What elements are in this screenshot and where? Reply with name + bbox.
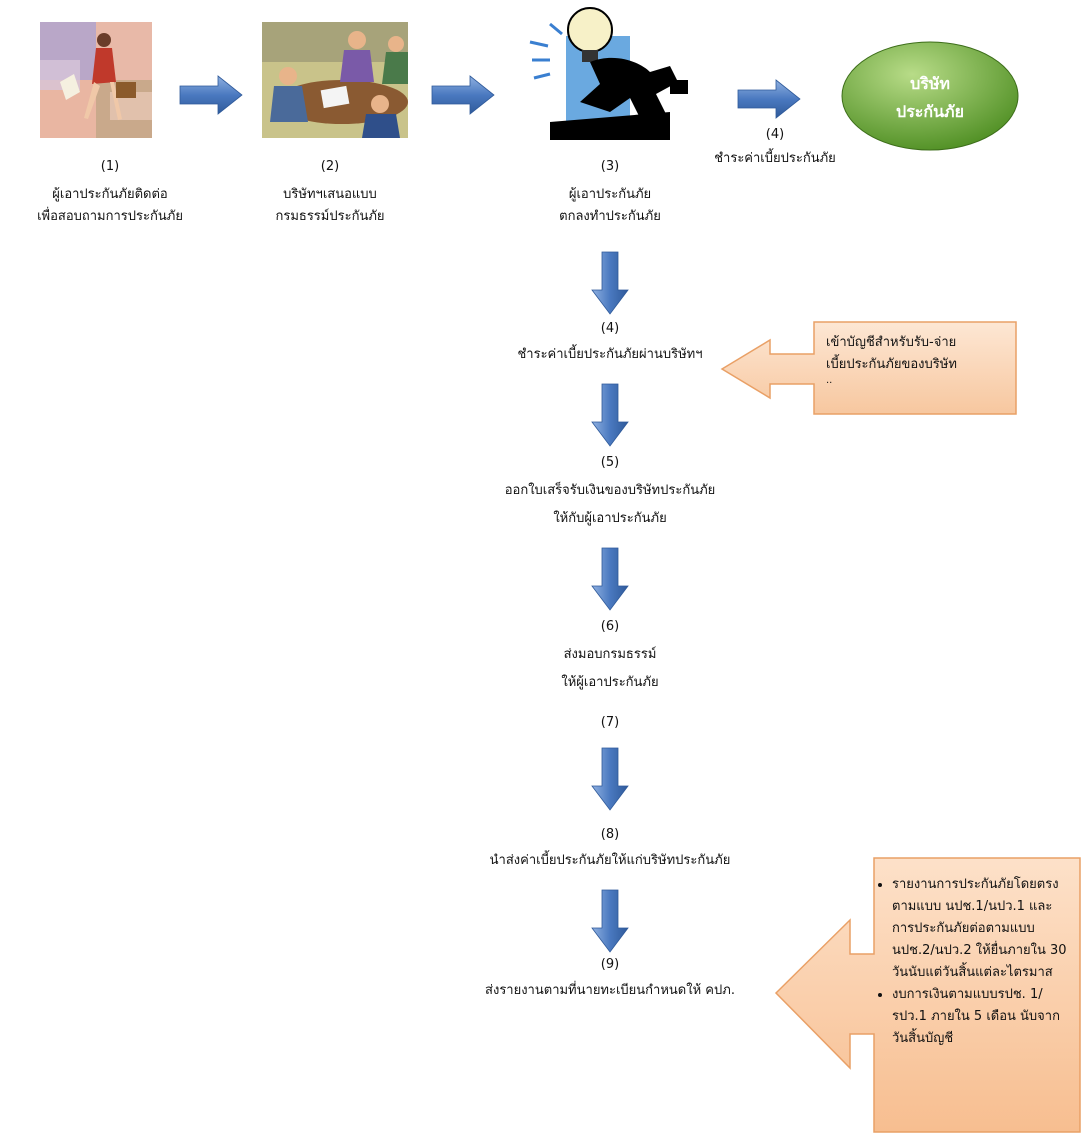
step-6-number: (6) [600, 619, 620, 634]
right-arrow-3 [737, 79, 801, 119]
step-5-number: (5) [600, 455, 620, 470]
top-payment-number: (4) [765, 127, 785, 142]
note1-line1: เข้าบัญชีสำหรับรับ-จ่าย [826, 335, 957, 350]
step-8-number: (8) [600, 827, 620, 842]
note2-text: รายงานการประกันภัยโดยตรงตามแบบ นปช.1/นปว… [876, 874, 1072, 1050]
right-arrow-2 [431, 75, 495, 115]
step-4: (4) ชำระค่าเบี้ยประกันภัยผ่านบริษัทฯ [440, 320, 780, 366]
step-6-line1: ส่งมอบกรมธรรม์ [563, 647, 657, 662]
step-9: (9) ส่งรายงานตามที่นายทะเบียนกำหนดให้ คป… [420, 956, 800, 1002]
note2-callout-arrow [774, 857, 1081, 1133]
top-payment-text: ชำระค่าเบี้ยประกันภัย [714, 151, 836, 166]
note2-item2: งบการเงินตามแบบรปช. 1/รปว.1 ภายใน 5 เดือ… [892, 984, 1072, 1050]
business-meeting-icon [262, 22, 408, 138]
lightbulb-running-man-icon [529, 7, 688, 140]
step-8-text: นำส่งค่าเบี้ยประกันภัยให้แก่บริษัทประกัน… [489, 853, 731, 868]
down-arrow-3 [591, 547, 629, 611]
step-1-line1: ผู้เอาประกันภัยติดต่อ [52, 187, 168, 202]
note1-callout-arrow [720, 321, 1017, 415]
step-1: (1) ผู้เอาประกันภัยติดต่อ เพื่อสอบถามการ… [10, 158, 210, 228]
down-arrow-5 [591, 889, 629, 953]
step-9-number: (9) [600, 957, 620, 972]
step-5: (5) ออกใบเสร็จรับเงินของบริษัทประกันภัย … [440, 454, 780, 530]
woman-with-bag-icon [40, 22, 152, 138]
step-3: (3) ผู้เอาประกันภัย ตกลงทำประกันภัย [520, 158, 700, 228]
note1-line2: เบี้ยประกันภัยของบริษัท [826, 357, 957, 372]
step-5-line2: ให้กับผู้เอาประกันภัย [553, 511, 667, 526]
step-1-line2: เพื่อสอบถามการประกันภัย [37, 209, 183, 224]
insurance-company-ellipse [841, 41, 1019, 151]
note1-text: เข้าบัญชีสำหรับรับ-จ่าย เบี้ยประกันภัยขอ… [826, 332, 1012, 386]
step-2-number: (2) [320, 159, 340, 174]
step-2-line1: บริษัทฯเสนอแบบ [283, 187, 377, 202]
step-3-number: (3) [600, 159, 620, 174]
step-9-text: ส่งรายงานตามที่นายทะเบียนกำหนดให้ คปภ. [485, 983, 735, 998]
down-arrow-2 [591, 383, 629, 447]
step-2: (2) บริษัทฯเสนอแบบ กรมธรรม์ประกันภัย [240, 158, 420, 228]
note2-item1: รายงานการประกันภัยโดยตรงตามแบบ นปช.1/นปว… [892, 874, 1072, 984]
down-arrow-1 [591, 251, 629, 315]
company-label: บริษัท ประกันภัย [860, 70, 1000, 126]
down-arrow-4 [591, 747, 629, 811]
step-4-number: (4) [600, 321, 620, 336]
step-3-line1: ผู้เอาประกันภัย [568, 187, 652, 202]
step-5-line1: ออกใบเสร็จรับเงินของบริษัทประกันภัย [504, 483, 716, 498]
step-1-number: (1) [100, 159, 120, 174]
company-line1: บริษัท [910, 74, 950, 93]
step-3-line2: ตกลงทำประกันภัย [559, 209, 661, 224]
step-6: (6) ส่งมอบกรมธรรม์ ให้ผู้เอาประกันภัย [440, 618, 780, 694]
step-4-text: ชำระค่าเบี้ยประกันภัยผ่านบริษัทฯ [517, 347, 703, 362]
step-6-line2: ให้ผู้เอาประกันภัย [561, 675, 659, 690]
right-arrow-1 [179, 75, 243, 115]
step-7-number: (7) [600, 715, 620, 730]
company-line2: ประกันภัย [896, 102, 964, 121]
top-payment: (4) ชำระค่าเบี้ยประกันภัย [670, 126, 880, 170]
step-8: (8) นำส่งค่าเบี้ยประกันภัยให้แก่บริษัทปร… [420, 826, 800, 872]
note1-line3: .. [826, 375, 833, 386]
step-2-line2: กรมธรรม์ประกันภัย [275, 209, 385, 224]
